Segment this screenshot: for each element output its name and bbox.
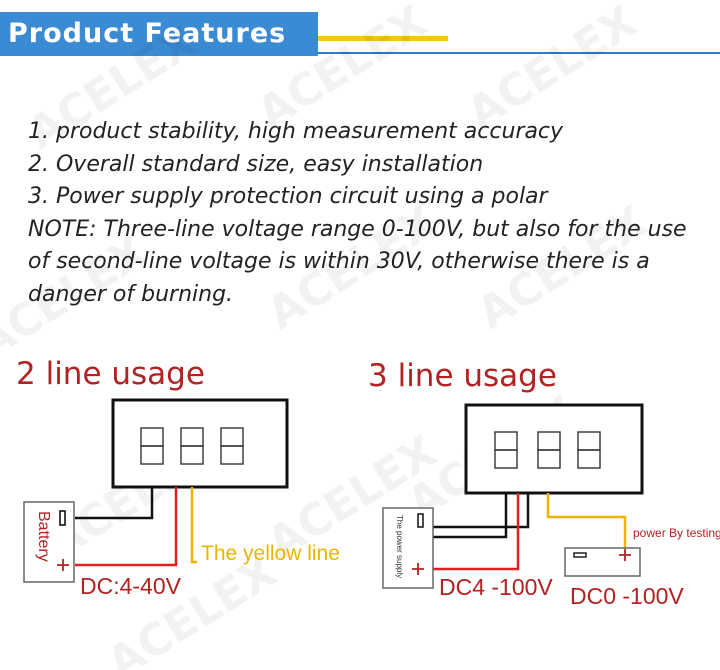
positive-terminal-icon [412,563,424,575]
power-by-testing-label: power By testing [633,526,720,540]
header-accent-bar [318,36,448,41]
yellow-line-label: The yellow line [201,542,340,565]
yellow-wire [546,493,627,548]
feature-line: danger of burning. [28,281,234,307]
feature-line: 1. product stability, high measurement a… [28,119,564,144]
black-wire [418,493,530,529]
feature-line: of second-line voltage is within 30V, ot… [28,249,650,274]
three-line-title: 3 line usage [368,358,557,394]
feature-line: NOTE: Three-line voltage range 0-100V, b… [28,216,687,242]
black-wire [75,487,154,520]
header-title: Product Features [8,18,287,49]
voltage-range-label: DC:4-40V [80,573,182,599]
voltmeter-module [464,403,644,495]
two-line-title: 2 line usage [16,356,205,392]
supply-voltage-label: DC4 -100V [439,574,553,600]
header-banner: Product Features [0,12,318,56]
power-supply [382,507,434,589]
feature-list: 1. product stability, high measurement a… [28,116,708,311]
power-supply-label: The power supply [395,515,404,578]
header-rule [318,52,720,54]
feature-line: 2. Overall standard size, easy installat… [28,151,484,177]
red-wire [75,487,178,567]
feature-line: 3. Power supply protection circuit using… [28,184,548,209]
negative-terminal-icon [573,552,587,558]
yellow-wire [190,487,197,564]
battery-label: Battery [35,511,52,562]
voltmeter-module [111,398,289,489]
test-source [564,547,641,577]
negative-terminal-icon [417,513,424,528]
two-line-diagram: Battery The yellow line DC:4-40V [23,398,340,599]
test-voltage-label: DC0 -100V [570,583,684,609]
negative-terminal-icon [59,510,66,526]
three-line-diagram: The power supply power By testing DC4 -1… [382,403,720,609]
black-wire [418,493,508,539]
red-wire [418,493,520,571]
positive-terminal-icon [619,549,631,561]
positive-terminal-icon [57,559,69,571]
